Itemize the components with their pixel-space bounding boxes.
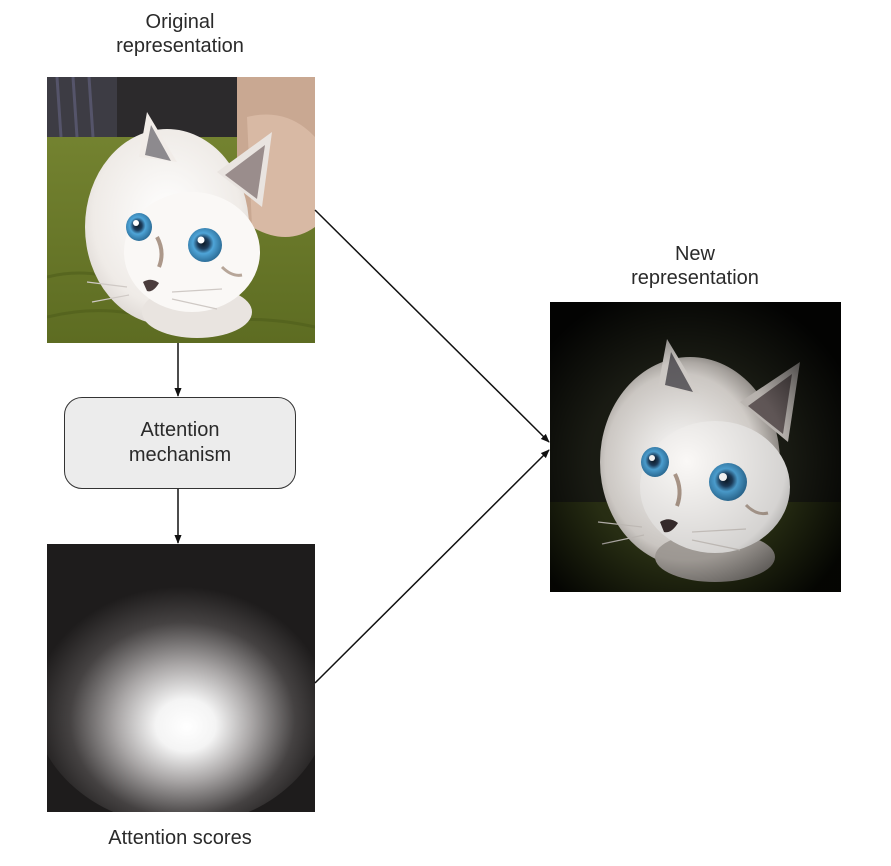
original-label-line1: Original <box>145 11 215 33</box>
attention-scores-text: Attention scores <box>108 827 252 849</box>
arrow-original-to-new <box>314 209 550 443</box>
attention-scores-heatmap <box>47 544 315 812</box>
original-label-line2: representation <box>116 35 244 57</box>
original-cat-image <box>47 77 315 343</box>
mechanism-line2: mechanism <box>128 444 232 466</box>
arrow-scores-to-new <box>314 449 550 684</box>
mechanism-line1: Attention <box>140 419 220 441</box>
new-label-line2: representation <box>631 267 759 289</box>
new-cat-image <box>550 302 841 592</box>
new-representation-label: New representation <box>585 242 805 290</box>
attention-scores-label: Attention scores <box>60 826 300 850</box>
original-representation-label: Original representation <box>70 10 290 58</box>
new-label-line1: New <box>674 243 715 265</box>
attention-mechanism-box: Attention mechanism <box>64 397 296 489</box>
